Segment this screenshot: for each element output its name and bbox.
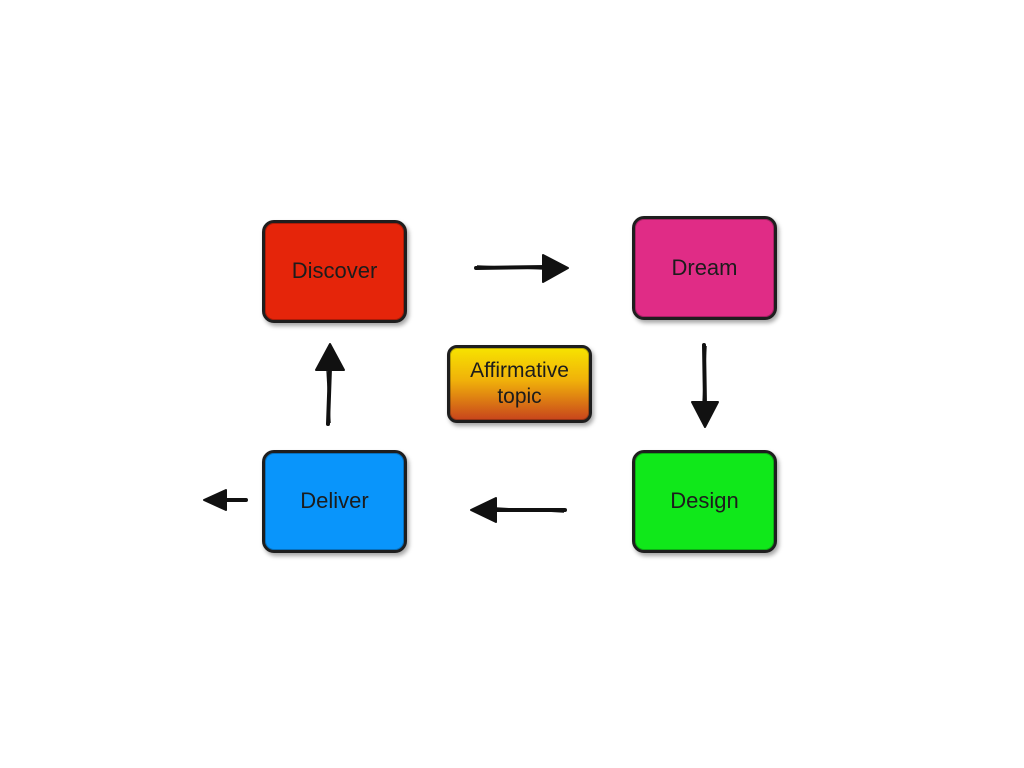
node-design: Design <box>632 450 777 553</box>
node-dream-label: Dream <box>671 254 738 280</box>
arrow-discover-to-dream <box>474 254 569 283</box>
node-discover-label: Discover <box>291 258 378 284</box>
node-affirmative-topic: Affirmative topic <box>447 345 592 423</box>
node-deliver: Deliver <box>262 450 407 553</box>
arrow-deliver-to-discover <box>315 343 345 426</box>
arrow-deliver-outward <box>203 489 248 511</box>
node-deliver-label: Deliver <box>300 488 369 514</box>
node-discover: Discover <box>262 220 407 323</box>
arrow-dream-to-design <box>691 343 719 428</box>
arrow-design-to-deliver <box>470 497 567 523</box>
node-design-label: Design <box>670 488 739 514</box>
node-topic-label: Affirmative topic <box>470 358 569 408</box>
node-dream: Dream <box>632 216 777 320</box>
